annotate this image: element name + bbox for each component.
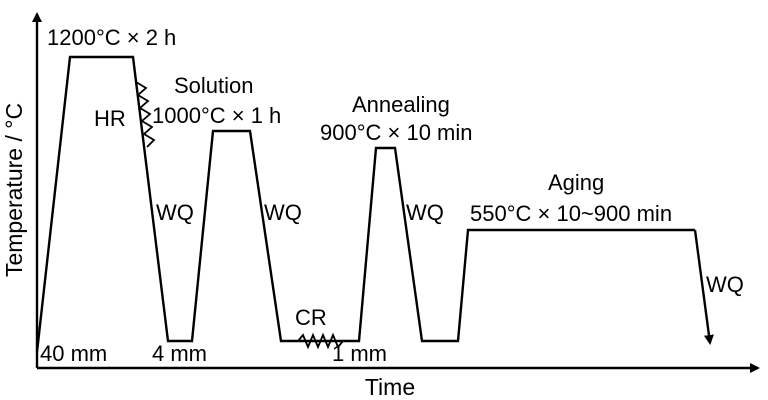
label-aging: Aging <box>548 170 604 195</box>
label-thickness-1mm: 1 mm <box>332 341 387 366</box>
label-thickness-4mm: 4 mm <box>152 341 207 366</box>
label-solution: Solution <box>174 73 254 98</box>
label-wq-4: WQ <box>706 272 744 297</box>
label-annealing-conditions: 900°C × 10 min <box>320 120 473 145</box>
label-1200c-2h: 1200°C × 2 h <box>47 25 176 50</box>
label-thickness-40mm: 40 mm <box>40 341 107 366</box>
x-axis-title: Time <box>365 374 415 400</box>
y-axis-title: Temperature / °C <box>1 103 27 277</box>
label-hr: HR <box>94 106 126 131</box>
label-wq-2: WQ <box>264 200 302 225</box>
cold-rolling-zigzag <box>297 332 344 350</box>
hot-rolling-zigzag <box>135 81 156 148</box>
label-wq-1: WQ <box>156 200 194 225</box>
label-wq-3: WQ <box>406 200 444 225</box>
label-annealing: Annealing <box>352 92 450 117</box>
label-cr: CR <box>295 305 327 330</box>
label-solution-conditions: 1000°C × 1 h <box>152 103 281 128</box>
final-quench-arrow <box>693 229 714 345</box>
label-aging-conditions: 550°C × 10~900 min <box>470 201 672 226</box>
